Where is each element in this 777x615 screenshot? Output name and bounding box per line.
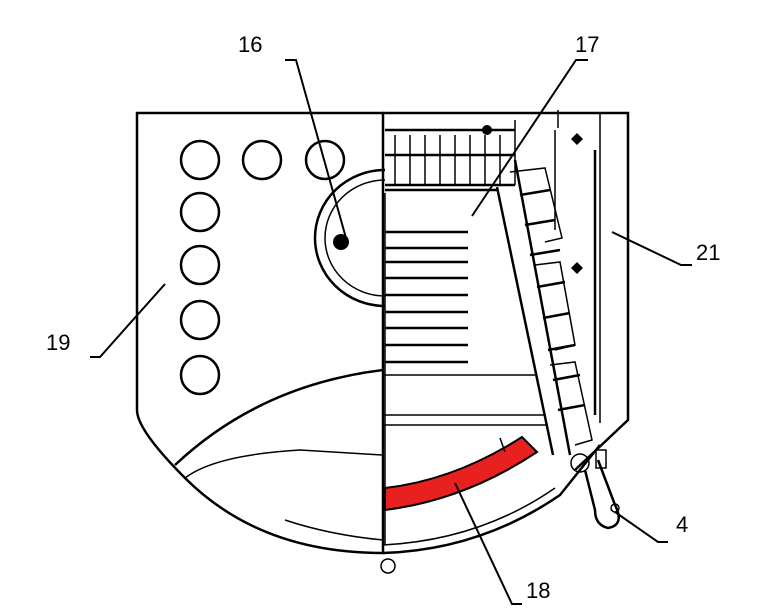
vent-slots (385, 230, 468, 364)
inner-arc (174, 368, 384, 466)
hinge-clip (583, 459, 620, 530)
dial-semicircle (313, 168, 386, 308)
label-4: 4 (676, 512, 689, 537)
left-housing (135, 111, 385, 555)
slanted-rail (495, 159, 572, 456)
lower-arc (184, 449, 384, 479)
right-housing (383, 111, 630, 471)
top-comb (385, 128, 515, 192)
label-17: 17 (575, 32, 600, 57)
dial-pivot (333, 234, 349, 250)
leader-lines (90, 59, 692, 605)
bottom-rim (284, 519, 384, 541)
label-19: 19 (46, 330, 71, 355)
label-16: 16 (238, 32, 263, 57)
label-18: 18 (526, 578, 551, 603)
red-scale-band (384, 435, 539, 512)
button-circles (179, 139, 346, 396)
label-21: 21 (696, 240, 721, 265)
